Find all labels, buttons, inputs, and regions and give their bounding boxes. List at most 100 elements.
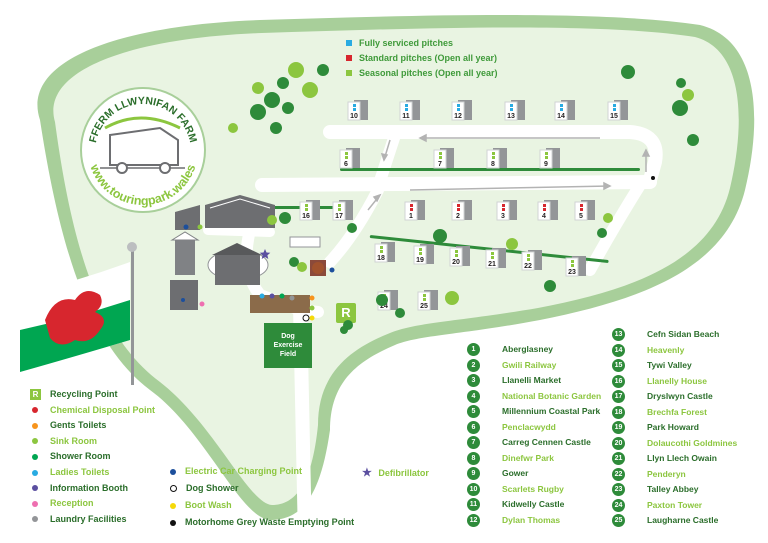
welsh-flag bbox=[20, 242, 137, 385]
legend-label: Electric Car Charging Point bbox=[185, 466, 303, 476]
attraction-name: Penclacwydd bbox=[502, 421, 556, 432]
pitch-number: 17 bbox=[335, 213, 343, 220]
tree-icon bbox=[282, 102, 294, 114]
tree-icon bbox=[317, 64, 329, 76]
attraction-name: Scarlets Rugby bbox=[502, 483, 564, 494]
pitch-key-label: Standard pitches (Open all year) bbox=[359, 53, 498, 63]
attraction-name: Laugharne Castle bbox=[647, 515, 719, 525]
star-icon: ★ bbox=[362, 467, 372, 479]
tree-icon bbox=[228, 123, 238, 133]
tree-icon bbox=[544, 280, 556, 292]
legend-item: Motorhome Grey Waste Emptying Point bbox=[170, 517, 354, 527]
pitch-number: 11 bbox=[402, 113, 410, 120]
pitch-23: 23 bbox=[565, 256, 586, 277]
field-area bbox=[53, 27, 739, 506]
attraction-name: Gwili Railway bbox=[502, 359, 557, 370]
legend-item: Electric Car Charging Point bbox=[170, 466, 302, 476]
tree-icon bbox=[279, 212, 291, 224]
pitch-9: 9 bbox=[539, 148, 560, 169]
pitch-number: 14 bbox=[557, 113, 565, 120]
pitch-number: 1 bbox=[409, 213, 413, 220]
legend-dot bbox=[170, 502, 176, 509]
pitch-1: 1 bbox=[404, 200, 425, 221]
pitch-7: 7 bbox=[433, 148, 454, 169]
pitch-key-item: Fully serviced pitches bbox=[346, 38, 453, 48]
pitch-3: 3 bbox=[496, 200, 517, 221]
tree-icon bbox=[433, 229, 447, 243]
tree-icon bbox=[676, 78, 686, 88]
legend-item: Chemical Disposal Point bbox=[30, 405, 155, 415]
pitch-number: 10 bbox=[350, 113, 358, 120]
hedges bbox=[265, 168, 640, 263]
legend-label: Boot Wash bbox=[185, 500, 232, 510]
attraction-name: Llanelly House bbox=[647, 375, 707, 386]
legend-label: Ladies Toilets bbox=[50, 467, 110, 477]
attraction-name: Heavenly bbox=[647, 344, 685, 355]
legend-item: Gents Toilets bbox=[30, 420, 106, 430]
pitch-key-item: Standard pitches (Open all year) bbox=[346, 53, 497, 63]
attraction-name: Tywi Valley bbox=[647, 360, 692, 370]
recycling-icon: R bbox=[30, 389, 41, 401]
tree-icon bbox=[445, 291, 459, 305]
pitch-number: 21 bbox=[488, 261, 496, 268]
attraction-number: 11 bbox=[467, 498, 480, 511]
pitch-number: 3 bbox=[501, 213, 505, 220]
legend-dot bbox=[32, 438, 38, 445]
pitch-25: 25 bbox=[417, 290, 438, 311]
pitch-key-label: Fully serviced pitches bbox=[359, 38, 454, 48]
pitch-number: 22 bbox=[524, 263, 532, 270]
attraction-number: 24 bbox=[612, 498, 625, 512]
attraction-number: 4 bbox=[467, 389, 480, 403]
attraction-number: 16 bbox=[612, 374, 625, 388]
pitch-key-item: Seasonal pitches (Open all year) bbox=[346, 68, 498, 78]
pitch-number: 16 bbox=[302, 213, 310, 220]
attraction-number: 18 bbox=[612, 405, 625, 419]
attraction-name: Dryslwyn Castle bbox=[647, 391, 713, 401]
attraction-number: 6 bbox=[467, 420, 480, 434]
pitch-number: 24 bbox=[380, 303, 388, 310]
tree-icon bbox=[682, 89, 694, 101]
pitch-21: 21 bbox=[485, 248, 506, 269]
legend-dot bbox=[32, 485, 38, 492]
tree-icon bbox=[340, 326, 348, 334]
legend-item: Sink Room bbox=[30, 436, 97, 446]
attraction-number: 15 bbox=[612, 359, 625, 372]
attraction-name: Aberglasney bbox=[502, 344, 554, 354]
tree-icon bbox=[672, 100, 688, 116]
attraction-number: 2 bbox=[467, 358, 480, 372]
pitch-number: 8 bbox=[491, 161, 495, 168]
pitch-key-swatch bbox=[346, 40, 352, 46]
tree-icon bbox=[603, 213, 613, 223]
legend-item: Boot Wash bbox=[170, 500, 232, 510]
attraction-name: Dinefwr Park bbox=[502, 452, 554, 463]
legend-label: Sink Room bbox=[50, 435, 98, 446]
pitch-8: 8 bbox=[486, 148, 507, 169]
attraction-name: Penderyn bbox=[647, 468, 686, 479]
attraction-number: 8 bbox=[467, 451, 480, 465]
attraction-name: Brechfa Forest bbox=[647, 406, 707, 417]
legend-dot bbox=[32, 407, 38, 414]
legend-label: Shower Room bbox=[50, 451, 111, 462]
legend-label: Motorhome Grey Waste Emptying Point bbox=[185, 517, 355, 527]
tree-icon bbox=[621, 65, 635, 79]
tree-icon bbox=[395, 308, 405, 318]
pitch-number: 13 bbox=[507, 113, 515, 120]
pitch-20: 20 bbox=[449, 246, 470, 267]
attraction-number: 3 bbox=[467, 374, 480, 387]
attraction-name: Llyn Llech Owain bbox=[647, 453, 717, 463]
pitch-19: 19 bbox=[413, 244, 434, 265]
legend-item: Shower Room bbox=[30, 451, 111, 461]
tree-icon bbox=[347, 223, 357, 233]
tree-icon bbox=[289, 257, 299, 267]
attraction-name: Dylan Thomas bbox=[502, 514, 561, 525]
pitch-number: 12 bbox=[454, 113, 462, 120]
legend-dot bbox=[32, 500, 38, 507]
farm-logo-badge bbox=[80, 87, 206, 213]
pitch-12: 12 bbox=[451, 100, 472, 121]
legend-dot bbox=[170, 485, 177, 493]
trees bbox=[228, 62, 699, 334]
pitch-number: 9 bbox=[544, 161, 548, 168]
